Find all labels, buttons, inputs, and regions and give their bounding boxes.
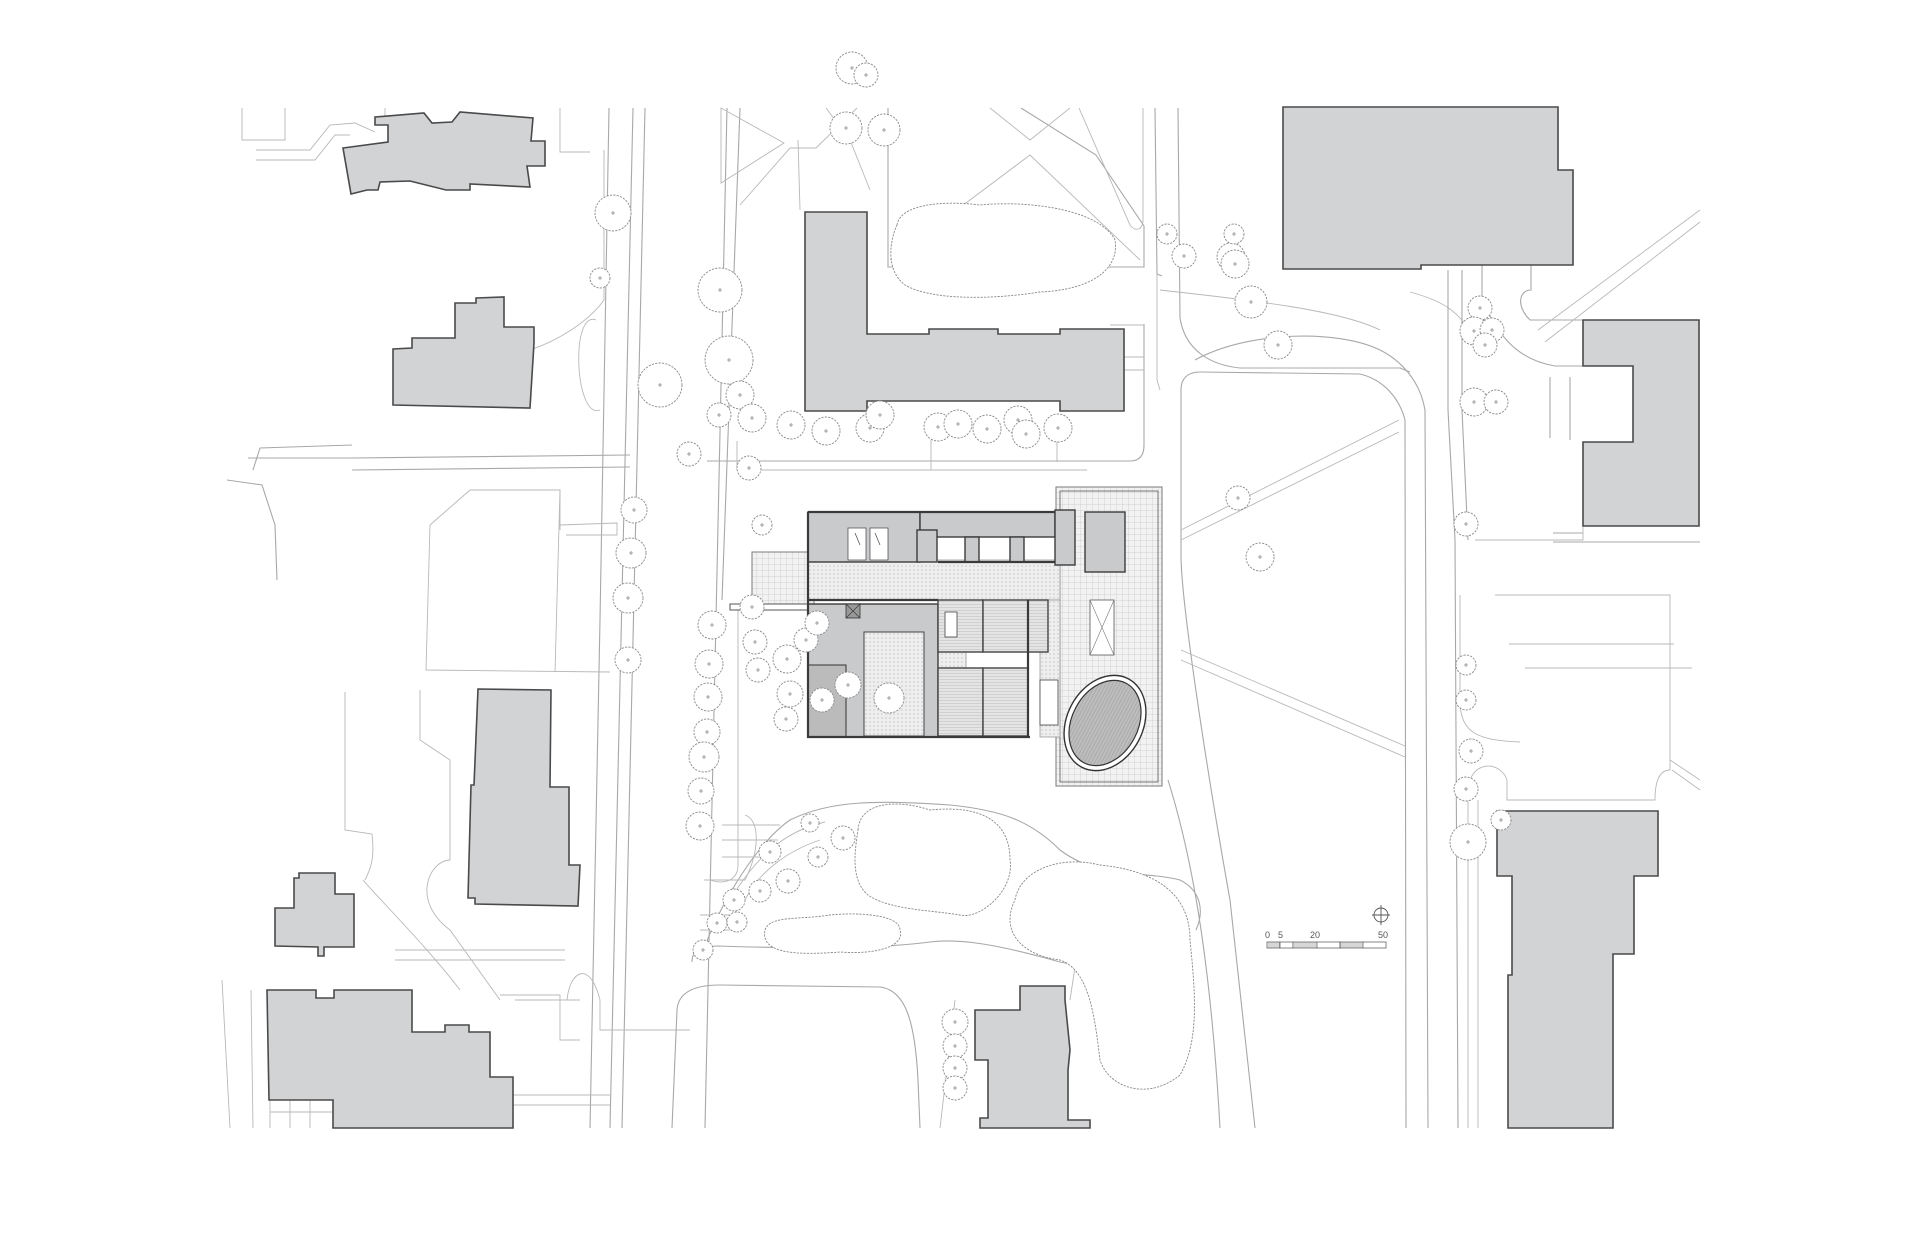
surrounding-buildings: [266, 106, 1700, 1129]
scale-label-20: 20: [1310, 930, 1320, 940]
trees: [589, 51, 1512, 1101]
south-center-building: [974, 985, 1091, 1129]
southeast-tower: [1496, 810, 1659, 1129]
northwest-house: [342, 111, 546, 195]
northeast-block: [1282, 106, 1574, 270]
west-forecourt: [751, 551, 815, 605]
rotunda: [1063, 674, 1147, 772]
scale-bar: 0 5 20 50: [1265, 930, 1388, 949]
west-house-2: [392, 296, 535, 409]
southwest-large: [266, 989, 514, 1129]
small-house: [274, 872, 355, 957]
east-c-building: [1582, 319, 1700, 527]
scale-label-50: 50: [1378, 930, 1388, 940]
west-long-building: [467, 688, 581, 907]
north-arrow-icon: [1372, 905, 1390, 925]
scale-label-5: 5: [1278, 930, 1283, 940]
l-shaped-hall: [804, 211, 1125, 412]
scale-label-0: 0: [1265, 930, 1270, 940]
